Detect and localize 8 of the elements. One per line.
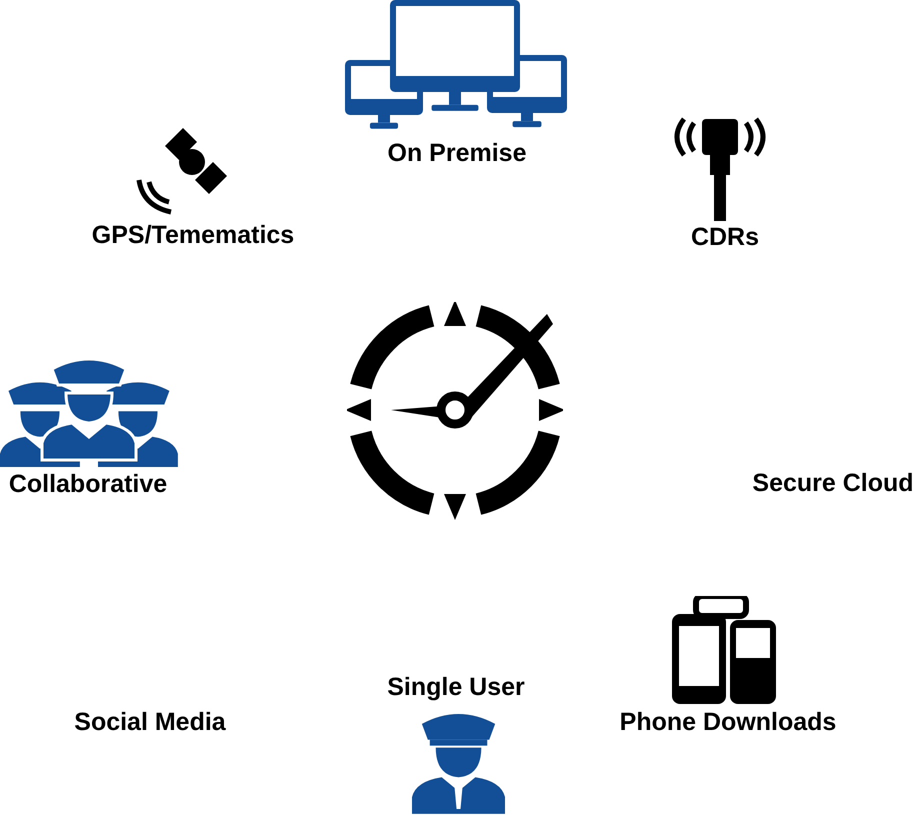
item-label: On Premise xyxy=(386,138,528,169)
item-label: Single User xyxy=(386,672,526,703)
item-label: Social Media xyxy=(73,707,227,738)
item-label: Collaborative xyxy=(8,469,168,500)
item-label: Secure Cloud xyxy=(751,468,915,499)
item-label: Phone Downloads xyxy=(618,707,838,738)
item-label: GPS/Temematics xyxy=(90,220,296,251)
item-label: CDRs xyxy=(690,222,760,253)
